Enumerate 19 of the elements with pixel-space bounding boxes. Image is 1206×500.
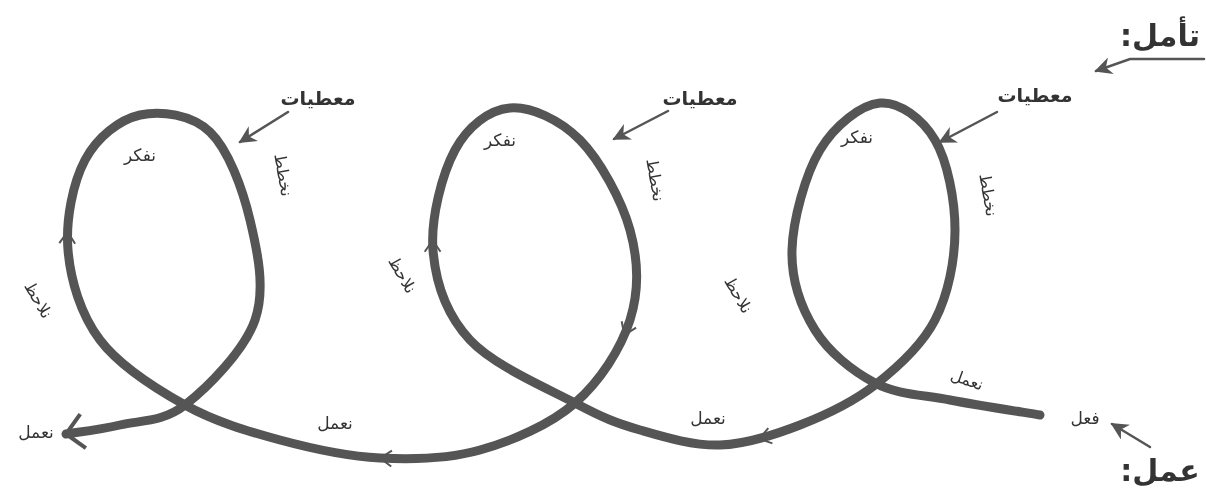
step-label: نخطط [270,152,296,198]
step-label: نلاحظ [20,278,56,322]
input-label: معطيات [662,87,738,109]
step-label: نلاحظ [720,273,756,317]
step-label: نلاحظ [384,253,420,297]
end-label: نعمل [18,422,54,442]
input-label: معطيات [997,84,1073,106]
step-label: نخطط [975,172,1001,218]
step-label: نعمل [317,413,353,433]
input-label: معطيات [280,87,356,109]
start-label: فعل [1070,408,1100,428]
step-label: نعمل [948,366,986,394]
step-label: نفكر [840,127,874,147]
heading-text: عمل: [1120,453,1200,487]
step-label: نخطط [642,157,668,203]
step-label: نفكر [123,145,157,165]
heading-text: تأمل: [1120,18,1200,52]
step-label: نعمل [690,408,726,428]
step-label: نفكر [483,130,517,150]
